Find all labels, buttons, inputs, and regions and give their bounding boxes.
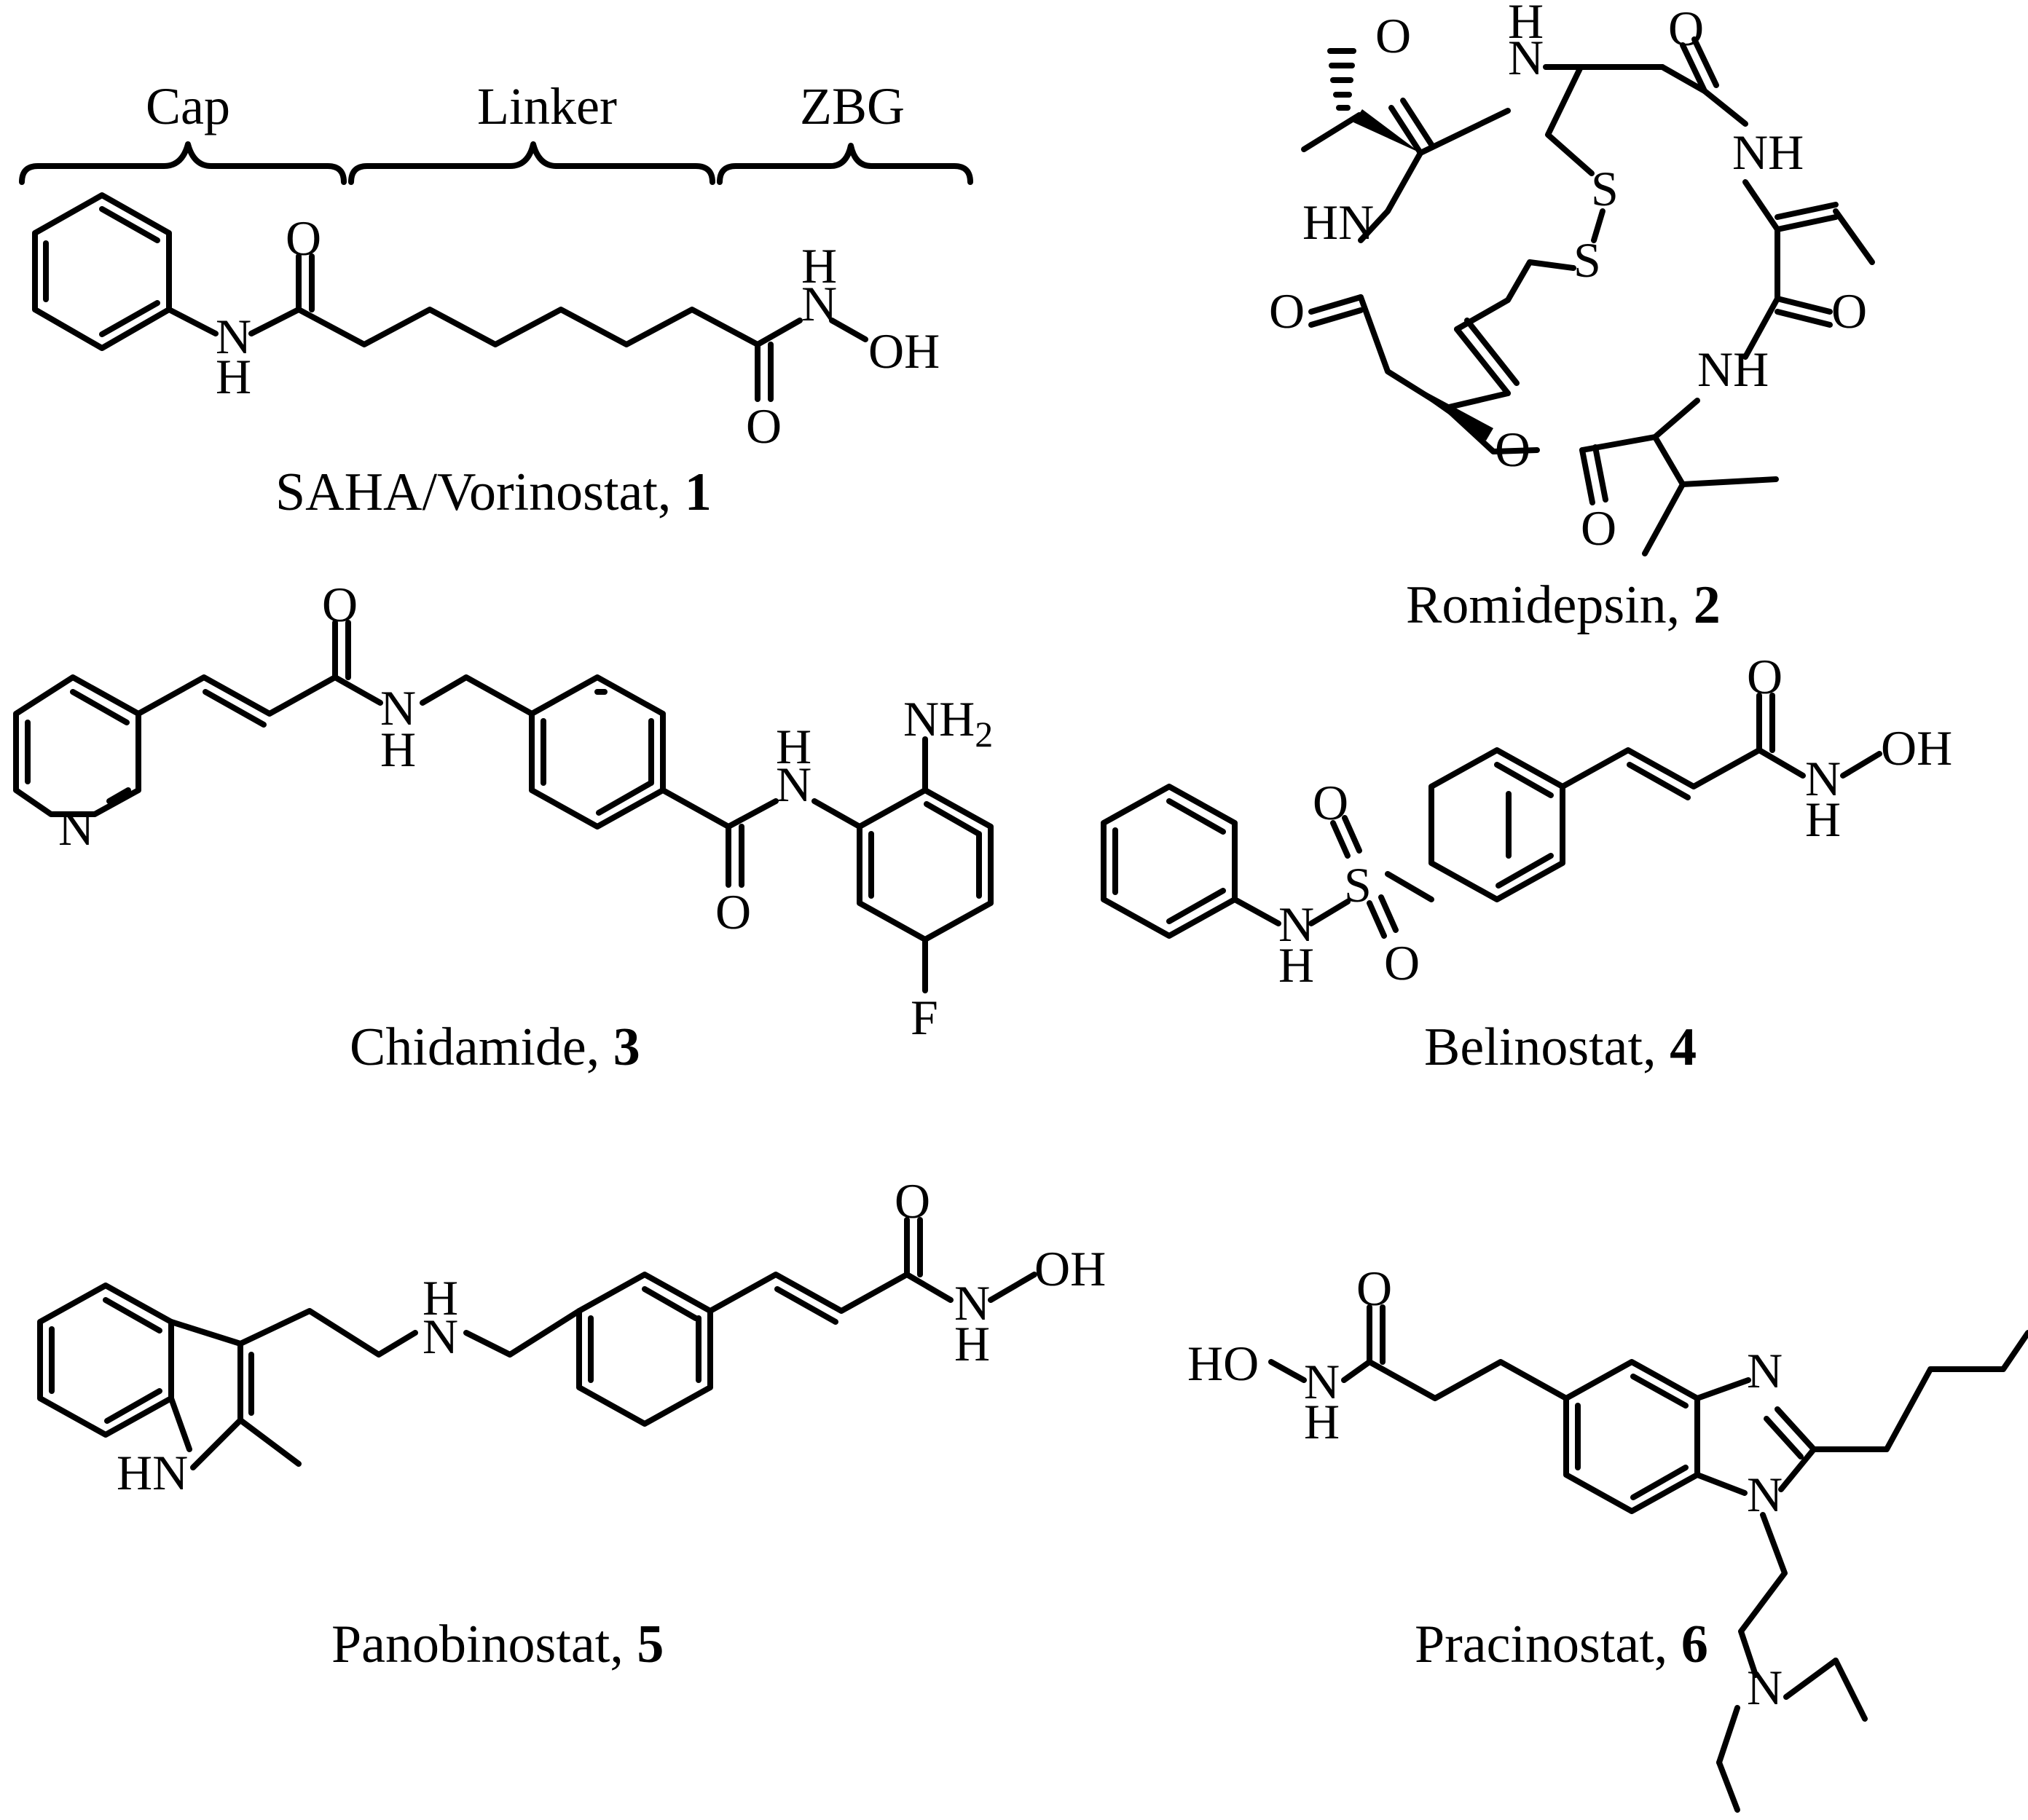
caption-chidamide: Chidamide, 3 bbox=[350, 1017, 640, 1077]
svg-text:F: F bbox=[911, 990, 938, 1045]
svg-text:N: N bbox=[1747, 1343, 1783, 1398]
svg-text:N: N bbox=[801, 276, 837, 331]
caption-belinostat: Belinostat, 4 bbox=[1424, 1017, 1697, 1077]
svg-text:N: N bbox=[422, 1309, 458, 1364]
svg-text:O: O bbox=[1269, 283, 1305, 339]
svg-text:O: O bbox=[746, 398, 782, 454]
svg-text:N: N bbox=[1508, 30, 1544, 85]
svg-text:H: H bbox=[1805, 792, 1841, 847]
structure-chidamide: O N H N N H O NH2 F bbox=[13, 577, 994, 1045]
svg-text:O: O bbox=[1313, 775, 1348, 830]
svg-text:H: H bbox=[422, 1270, 458, 1325]
zbg-brace bbox=[717, 143, 973, 185]
structure-belinostat: O N H OH O S O N H bbox=[1101, 649, 1952, 993]
svg-text:S: S bbox=[1573, 232, 1601, 288]
svg-text:OH: OH bbox=[868, 323, 940, 379]
svg-text:O: O bbox=[286, 210, 321, 266]
phenyl-ring bbox=[32, 192, 172, 351]
svg-text:N: N bbox=[954, 1275, 990, 1331]
linker-brace bbox=[348, 141, 715, 185]
svg-text:S: S bbox=[1344, 857, 1372, 913]
svg-text:O: O bbox=[322, 577, 358, 632]
svg-text:H: H bbox=[1508, 0, 1544, 49]
svg-text:OH: OH bbox=[1034, 1241, 1106, 1296]
svg-text:N: N bbox=[216, 309, 251, 364]
caption-romidepsin: Romidepsin, 2 bbox=[1406, 575, 1721, 635]
svg-text:N: N bbox=[1278, 897, 1314, 952]
svg-text:N: N bbox=[58, 800, 94, 856]
svg-text:O: O bbox=[1747, 649, 1783, 704]
linker-label: Linker bbox=[477, 77, 617, 135]
svg-text:H: H bbox=[216, 349, 251, 404]
svg-text:N: N bbox=[1747, 1660, 1783, 1715]
svg-text:N: N bbox=[1747, 1467, 1783, 1522]
svg-text:NH: NH bbox=[1697, 342, 1769, 397]
svg-text:H: H bbox=[801, 238, 837, 294]
svg-text:S: S bbox=[1591, 161, 1619, 216]
svg-text:H: H bbox=[380, 722, 416, 777]
svg-text:O: O bbox=[1495, 422, 1530, 477]
caption-pracinostat: Pracinostat, 6 bbox=[1415, 1615, 1708, 1674]
svg-text:H: H bbox=[776, 719, 811, 774]
svg-text:OH: OH bbox=[1881, 720, 1952, 776]
svg-text:O: O bbox=[1668, 1, 1704, 56]
svg-text:N: N bbox=[380, 680, 416, 736]
svg-text:HN: HN bbox=[117, 1445, 188, 1500]
zbg-label: ZBG bbox=[800, 77, 905, 135]
svg-text:O: O bbox=[895, 1173, 930, 1229]
cap-brace bbox=[19, 141, 347, 185]
svg-text:O: O bbox=[1375, 8, 1411, 63]
caption-panobinostat: Panobinostat, 5 bbox=[331, 1615, 664, 1674]
svg-text:H: H bbox=[1278, 937, 1314, 993]
svg-text:HO: HO bbox=[1187, 1336, 1259, 1391]
svg-text:NH2: NH2 bbox=[903, 691, 993, 755]
caption-saha: SAHA/Vorinostat, 1 bbox=[275, 462, 712, 522]
svg-text:O: O bbox=[1356, 1261, 1392, 1316]
svg-text:NH: NH bbox=[1732, 125, 1804, 180]
structure-panobinostat: O N H OH N H HN bbox=[37, 1173, 1106, 1500]
svg-text:O: O bbox=[1384, 935, 1420, 990]
svg-text:H: H bbox=[954, 1316, 990, 1371]
structure-pracinostat: HO N H O N N N bbox=[1187, 1261, 2028, 1813]
svg-text:N: N bbox=[1805, 751, 1841, 806]
structure-romidepsin: O N H O NH S S HN O O NH O O bbox=[1269, 0, 1875, 556]
svg-text:O: O bbox=[1581, 500, 1616, 556]
svg-text:O: O bbox=[1831, 283, 1867, 339]
svg-text:HN: HN bbox=[1302, 194, 1374, 250]
svg-text:N: N bbox=[1304, 1354, 1340, 1409]
svg-text:N: N bbox=[776, 757, 811, 812]
svg-text:H: H bbox=[1304, 1394, 1340, 1449]
structure-saha-vorinostat: Cap Linker ZBG O N H N H OH O bbox=[19, 77, 973, 454]
svg-text:O: O bbox=[715, 884, 751, 939]
cap-label: Cap bbox=[146, 77, 230, 135]
